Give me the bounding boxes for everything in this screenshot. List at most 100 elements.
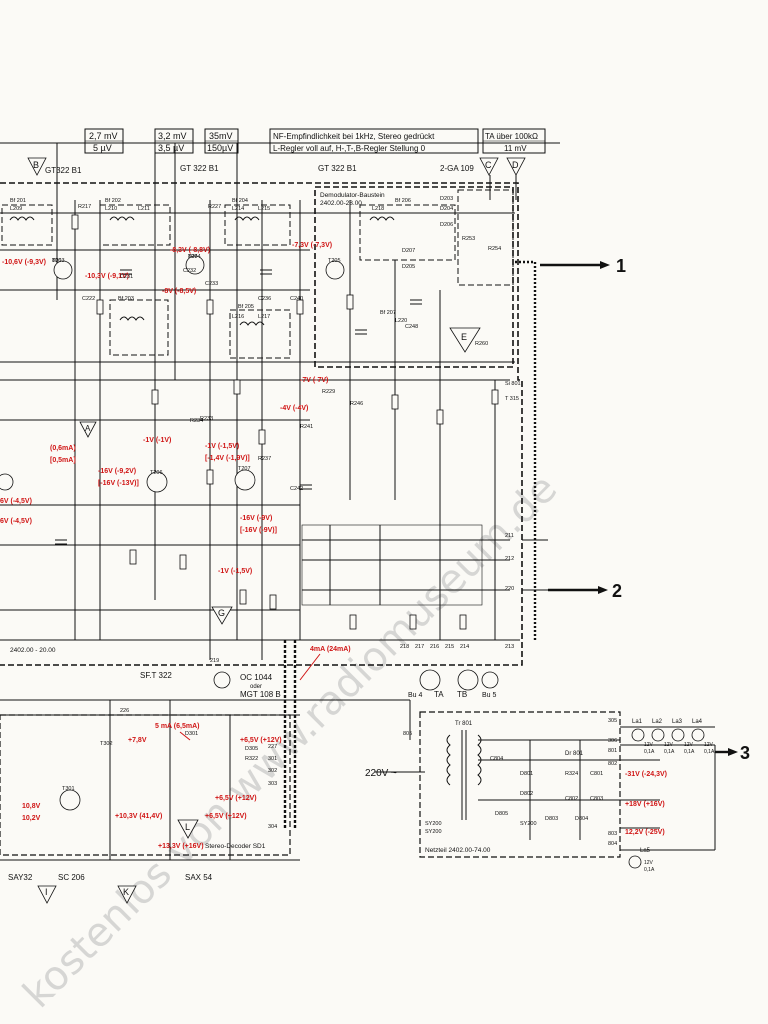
component-designator: R229: [322, 389, 335, 395]
svg-text:12V: 12V: [684, 742, 694, 748]
component-designator: 303: [268, 781, 277, 787]
component-designator: 227: [268, 744, 277, 750]
component-designator: 807: [188, 254, 197, 260]
svg-text:La4: La4: [692, 719, 703, 725]
svg-text:La1: La1: [632, 719, 643, 725]
label-mgt108b: MGT 108 B: [240, 690, 281, 699]
component-designator: 214: [460, 644, 469, 650]
label-ga109: 2-GA 109: [440, 164, 474, 173]
svg-text:3: 3: [740, 743, 750, 763]
component-designator: D301: [185, 731, 198, 737]
label-tr801: Tr 801: [455, 721, 473, 727]
voltage-label: +13,3V (+16V): [158, 843, 204, 850]
component-designator: R241: [300, 424, 313, 430]
component-designator: D804: [575, 816, 588, 822]
component-designator: Bf 206: [395, 198, 411, 204]
component-designator: R324: [565, 771, 578, 777]
component-designator: 306: [608, 738, 617, 744]
svg-text:0,1A: 0,1A: [644, 749, 655, 755]
component-designator: Bf 203: [118, 296, 134, 302]
component-designator: 220: [505, 586, 514, 592]
svg-text:0,1A: 0,1A: [664, 749, 675, 755]
voltage-label: +18V (+16V): [625, 801, 665, 808]
component-designator: 215: [445, 644, 454, 650]
component-designator: 226: [120, 708, 129, 714]
connector-k: K: [117, 885, 137, 904]
svg-text:L: L: [185, 822, 190, 832]
svg-text:C: C: [485, 160, 492, 170]
component-designator: D205: [402, 264, 415, 270]
voltage-label: +6,5V (+12V): [215, 795, 257, 802]
component-designator: R237: [258, 456, 271, 462]
label-dr801: Dr 801: [565, 751, 584, 757]
sens-note-2: L-Regler voll auf, H-,T-,B-Regler Stellu…: [273, 144, 426, 153]
component-designator: R253: [462, 236, 475, 242]
component-designator: L209: [10, 206, 22, 212]
component-designator: 805: [403, 731, 412, 737]
component-designator: R322: [245, 756, 258, 762]
component-designator: D803: [545, 816, 558, 822]
connector-i: I: [37, 885, 57, 904]
connector-b: B: [27, 157, 47, 176]
voltage-label: -8V (-8,5V): [162, 288, 196, 295]
label-sf-t322: SF.T 322: [140, 671, 172, 680]
svg-text:D: D: [512, 160, 519, 170]
svg-text:12V: 12V: [644, 860, 654, 866]
component-designator: Bf 205: [238, 304, 254, 310]
demodulator-board: [314, 186, 514, 368]
netzteil-board: [419, 711, 621, 858]
label-sax54: SAX 54: [185, 873, 213, 882]
din-sockets: Bu 4 TA TB Bu 5: [408, 669, 499, 699]
header-box3-top: 35mV: [209, 131, 233, 141]
callout-3: 3: [715, 743, 750, 763]
board-num: 2402.00 - 20.00: [10, 647, 56, 654]
component-designator: L215: [258, 206, 270, 212]
svg-text:2: 2: [612, 581, 622, 601]
lamp-row: La1 La2 La3 La4 12V 12V 12V 12V 0,1A 0,1…: [620, 719, 716, 873]
svg-text:12V: 12V: [644, 742, 654, 748]
svg-text:TB: TB: [457, 690, 467, 699]
component-designator: T203: [52, 258, 65, 264]
component-designator: C233: [205, 281, 218, 287]
voltage-label: -16V (-9,2V): [98, 468, 136, 475]
component-designator: 803: [608, 831, 617, 837]
voltage-label: -7,3V (-7,3V): [292, 242, 332, 249]
component-designator: L210: [105, 206, 117, 212]
ta-note-1: TA über 100kΩ: [485, 132, 538, 141]
main-board-outline: [0, 182, 523, 666]
component-designator: R254: [488, 246, 501, 252]
header-box1-top: 2,7 mV: [89, 131, 118, 141]
component-designator: Bf 204: [232, 198, 248, 204]
component-designator: D206: [440, 222, 453, 228]
component-designator: Bf 202: [105, 198, 121, 204]
voltage-label: 12,2V (-25V): [625, 829, 665, 836]
label-sc206: SC 206: [58, 873, 85, 882]
component-designator: D305: [245, 746, 258, 752]
label-oc1044: OC 1044: [240, 673, 273, 682]
label-netzteil: Netzteil 2402.00-74.00: [425, 847, 491, 854]
svg-text:12V: 12V: [664, 742, 674, 748]
voltage-annotations: -10,6V (-9,3V) -10,3V (-9,1V) -8V (-8,5V…: [0, 242, 667, 850]
header-box2-bottom: 3,5 µV: [158, 143, 184, 153]
svg-text:Bu 4: Bu 4: [408, 692, 423, 699]
component-designator: L214: [232, 206, 244, 212]
voltage-label: -1V (-1,5V): [205, 443, 239, 450]
component-designator: 806: [52, 258, 61, 264]
label-stereo-decoder: Stereo-Decoder SD1: [205, 843, 266, 850]
voltage-label: [-16V (-9V)]: [240, 527, 277, 534]
label-oder: oder: [250, 684, 262, 690]
component-designator: D203: [440, 196, 453, 202]
callout-1: 1: [540, 256, 626, 276]
component-designator: SY200: [425, 821, 442, 827]
component-designator: R234: [190, 418, 203, 424]
voltage-label: -31V (-24,3V): [625, 771, 667, 778]
connector-e: E: [449, 327, 481, 353]
voltage-label: -16V (-9V): [240, 515, 272, 522]
if-filter-modules: [1, 189, 514, 359]
component-designator: L216: [232, 314, 244, 320]
transistors: [0, 255, 345, 811]
svg-text:K: K: [123, 887, 129, 897]
component-designator: 305: [608, 718, 617, 724]
component-designator: T301: [62, 786, 75, 792]
